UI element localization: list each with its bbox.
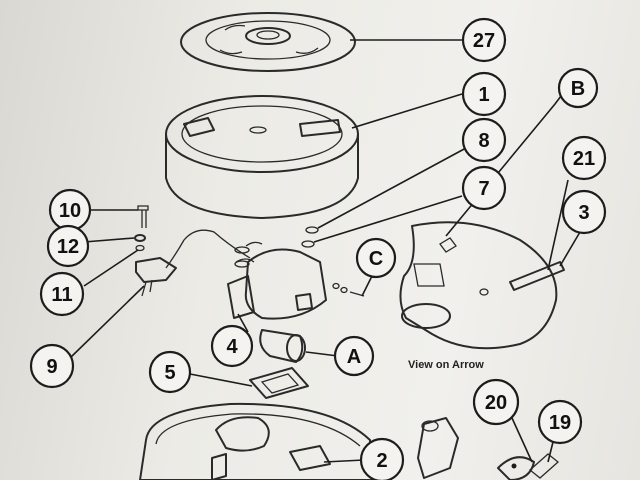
part-27-top-plate (180, 12, 356, 72)
callout-C: C (355, 237, 397, 279)
part-10-screw (137, 205, 149, 228)
part-4-pickup-assembly (165, 226, 327, 363)
callout-5-label: 5 (164, 362, 175, 384)
callout-7-label: 7 (478, 178, 489, 200)
part-1-cover (165, 95, 359, 219)
part-9-terminal (135, 257, 177, 297)
part-2-base-housing (139, 402, 373, 480)
callout-12-label: 12 (57, 236, 79, 258)
part-3-baseplate-view (399, 221, 565, 350)
callout-B-label: B (571, 78, 585, 100)
callout-7: 7 (461, 165, 507, 211)
callout-3-label: 3 (578, 202, 589, 224)
callout-11: 11 (39, 271, 85, 317)
callout-C-label: C (369, 248, 383, 270)
callout-27-label: 27 (473, 30, 495, 52)
part-11-washer (135, 244, 145, 252)
callout-A-label: A (347, 346, 361, 368)
callout-B: B (557, 67, 599, 109)
callout-4-label: 4 (226, 336, 238, 358)
callout-1-label: 1 (478, 84, 489, 106)
part-c-screw (332, 282, 365, 297)
callout-21: 21 (561, 135, 607, 181)
callout-21-label: 21 (573, 148, 595, 170)
part-5-gasket (249, 367, 309, 399)
callout-8: 8 (461, 117, 507, 163)
callout-27: 27 (461, 17, 507, 63)
callout-19: 19 (537, 399, 583, 445)
callout-10-label: 10 (59, 200, 81, 222)
callout-20: 20 (472, 378, 520, 426)
callout-8-label: 8 (478, 130, 489, 152)
callout-9: 9 (29, 343, 75, 389)
callout-2: 2 (359, 437, 405, 480)
view-on-arrow-caption: View on Arrow (408, 359, 484, 371)
callout-10: 10 (48, 188, 92, 232)
callout-20-label: 20 (485, 392, 507, 414)
part-19-bolt (528, 453, 560, 479)
callout-19-label: 19 (549, 412, 571, 434)
callout-A: A (333, 335, 375, 377)
callout-2-label: 2 (376, 450, 387, 472)
callout-11-label: 11 (51, 284, 72, 306)
part-12-washer (134, 234, 146, 242)
callout-4: 4 (210, 324, 254, 368)
callout-9-label: 9 (46, 356, 57, 378)
callout-1: 1 (461, 71, 507, 117)
callout-12: 12 (46, 224, 90, 268)
callout-3: 3 (561, 189, 607, 235)
callout-5: 5 (148, 350, 192, 394)
part-20-bracket (417, 417, 535, 480)
